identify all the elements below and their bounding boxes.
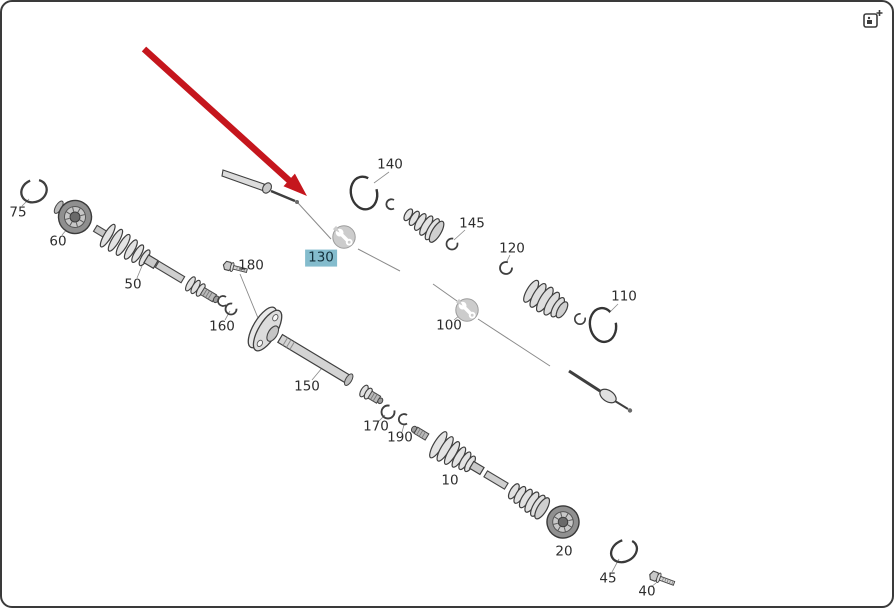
part-label-45[interactable]: 45 [599, 570, 617, 587]
axle-spline-tip [410, 425, 430, 441]
axle-mid-shaft [154, 260, 186, 284]
clamp-c-190 [397, 413, 408, 426]
ring-140 [349, 175, 379, 211]
top-parts-group [221, 169, 459, 251]
part-label-145[interactable]: 145 [459, 215, 485, 232]
propshaft-150 [247, 306, 408, 426]
snap-ring-45 [609, 538, 639, 564]
axle-mid-shaft-right [483, 470, 509, 490]
ring-170 [380, 404, 396, 420]
boot-right-inner [507, 483, 551, 520]
ring-120 [499, 261, 513, 275]
part-label-75[interactable]: 75 [9, 204, 27, 221]
part-label-130[interactable]: 130 [305, 249, 337, 267]
part-label-10[interactable]: 10 [441, 472, 459, 489]
snap-ring-75 [20, 178, 48, 204]
part-label-180[interactable]: 180 [238, 257, 264, 274]
boot-50 [99, 223, 159, 270]
clamp-c-160 [217, 295, 227, 307]
part-label-40[interactable]: 40 [638, 583, 656, 600]
part-label-50[interactable]: 50 [124, 276, 142, 293]
inner-joint-left [185, 276, 220, 304]
ring-160 [224, 302, 238, 316]
copy-plus-icon[interactable] [862, 8, 884, 34]
boot-120-group [523, 279, 569, 319]
cv-joint-60 [53, 199, 93, 235]
ring-small [573, 312, 586, 325]
part-label-60[interactable]: 60 [49, 233, 67, 250]
propshaft-tube [277, 333, 354, 386]
tie-rod [221, 169, 265, 192]
link-rod [568, 369, 633, 413]
red-arrow [141, 46, 307, 196]
part-label-20[interactable]: 20 [555, 543, 573, 560]
part-label-140[interactable]: 140 [377, 156, 403, 173]
boot-right-outer [429, 431, 485, 476]
right-axle-assembly [410, 425, 676, 586]
boot-145 [403, 208, 445, 243]
part-label-190[interactable]: 190 [387, 429, 413, 446]
left-axle-assembly [20, 178, 248, 316]
bolt-40 [649, 570, 676, 586]
part-label-100[interactable]: 100 [436, 317, 462, 334]
part-label-170[interactable]: 170 [363, 418, 389, 435]
link-group [499, 261, 633, 413]
c-clip-small [385, 198, 395, 211]
propshaft-flange [247, 306, 283, 352]
part-label-150[interactable]: 150 [294, 378, 320, 395]
part-label-110[interactable]: 110 [611, 288, 637, 305]
cv-joint-20 [546, 505, 580, 539]
bolt-180 [222, 260, 248, 274]
ring-110 [588, 306, 618, 344]
ring-145-end [445, 237, 459, 251]
propshaft-end-joint [359, 384, 384, 405]
part-label-120[interactable]: 120 [499, 240, 525, 257]
part-label-160[interactable]: 160 [209, 318, 235, 335]
